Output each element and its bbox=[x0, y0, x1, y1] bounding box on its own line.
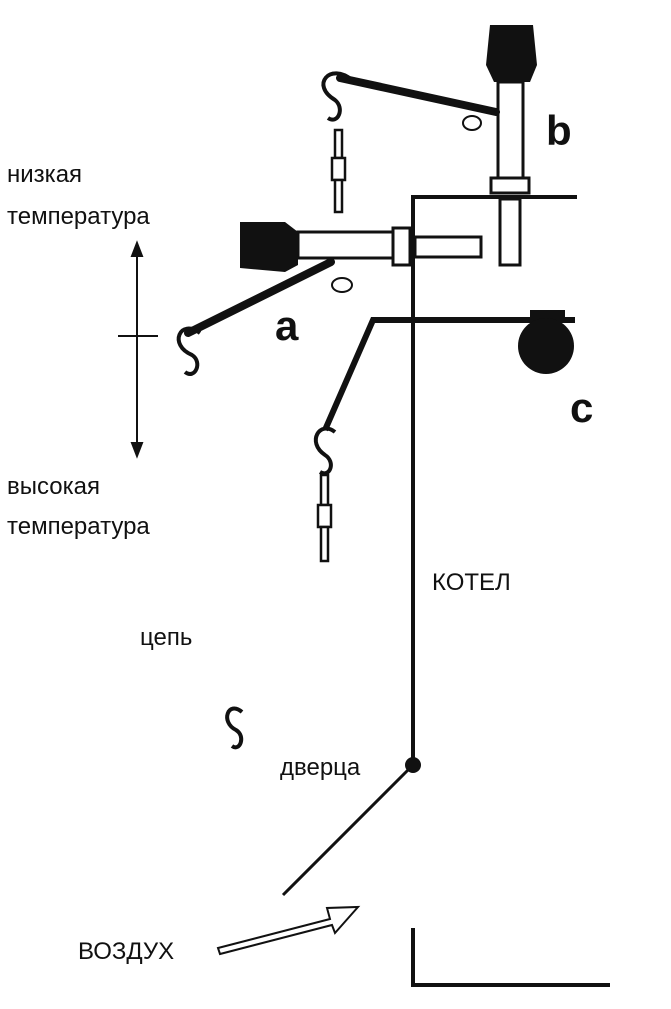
boiler-wall bbox=[411, 195, 577, 765]
hook-icon bbox=[225, 706, 244, 750]
label-door: дверца bbox=[280, 754, 361, 781]
label-air: ВОЗДУХ bbox=[78, 938, 174, 965]
boiler-corner bbox=[411, 928, 610, 987]
label-b: b bbox=[546, 107, 572, 154]
lever-c bbox=[313, 310, 575, 563]
label-low-temp-2: температура bbox=[7, 203, 150, 230]
label-boiler: КОТЕЛ bbox=[432, 569, 511, 596]
door-flap bbox=[281, 763, 415, 897]
label-low-temp: низкая bbox=[7, 161, 82, 188]
label-high-temp-2: температура bbox=[7, 513, 150, 540]
label-c: c bbox=[570, 384, 593, 431]
label-chain: цепь bbox=[140, 624, 192, 651]
temperature-scale-arrow-icon bbox=[118, 240, 158, 459]
regulator-a bbox=[176, 222, 483, 376]
regulator-b bbox=[321, 25, 537, 267]
door-hinge bbox=[405, 757, 421, 773]
label-a: a bbox=[275, 302, 299, 349]
air-arrow-icon bbox=[216, 905, 361, 956]
label-high-temp: высокая bbox=[7, 473, 100, 500]
